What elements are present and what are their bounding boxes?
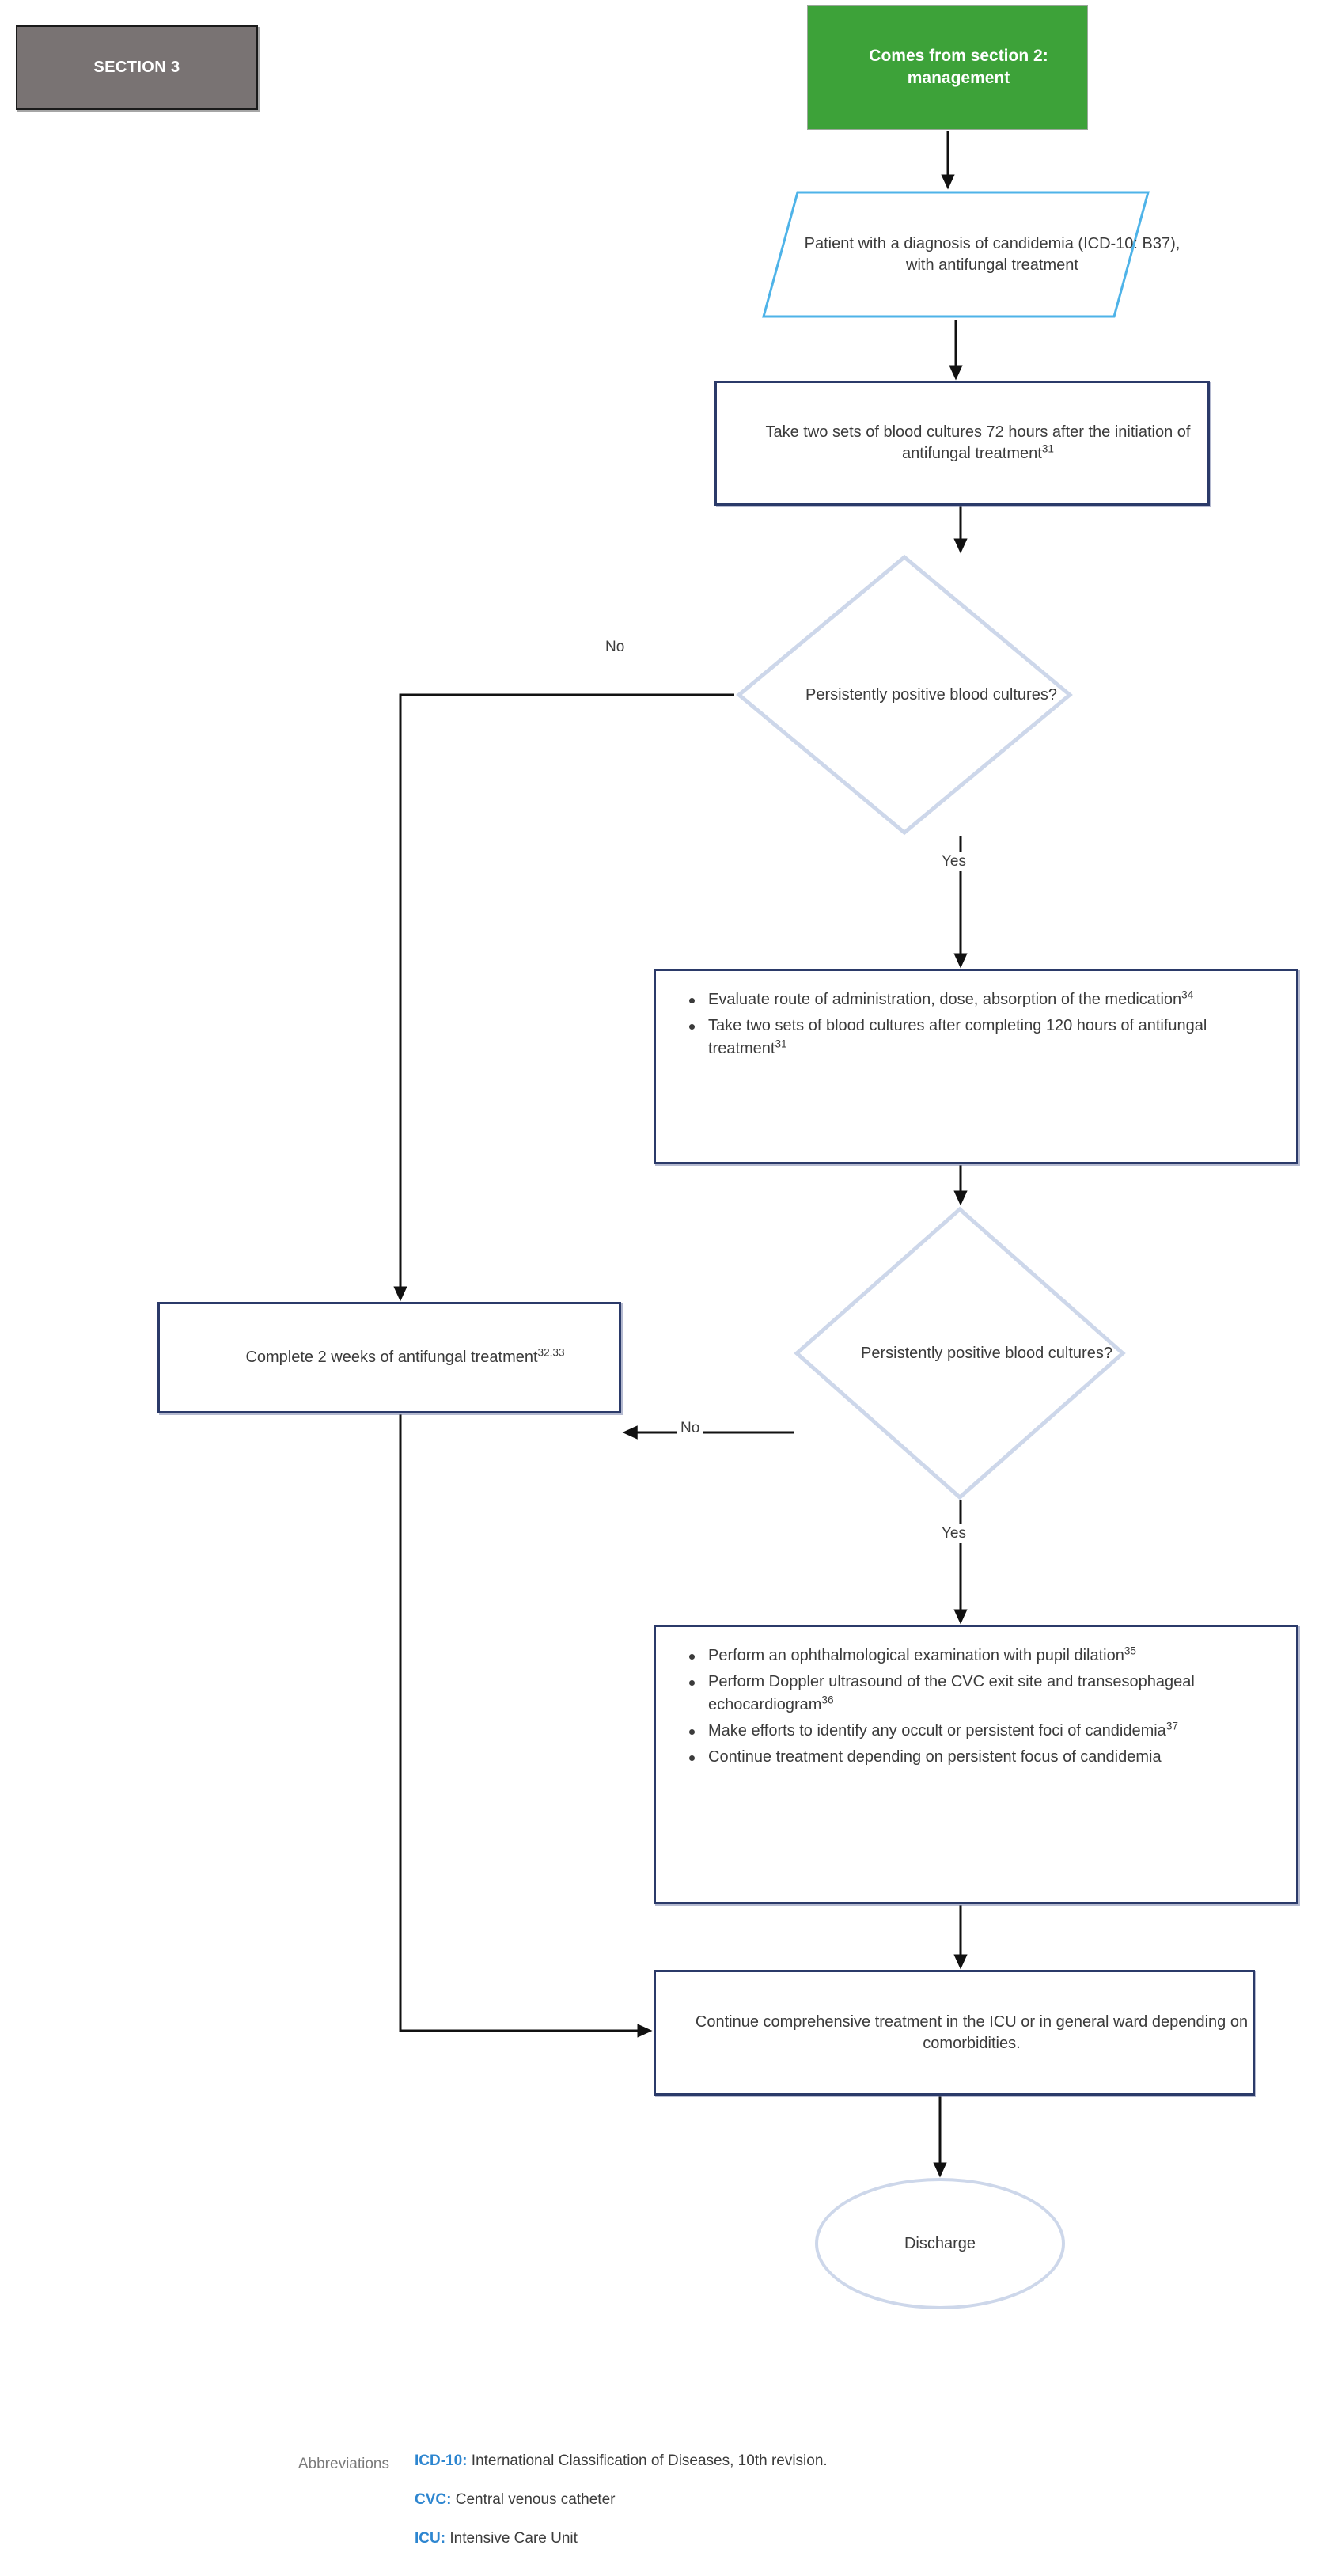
start-node-label: Comes from section 2: management [869, 46, 1048, 87]
list-item: Take two sets of blood cultures after co… [689, 1015, 1280, 1060]
terminal-discharge-label: Discharge [904, 2234, 976, 2252]
start-node-section2-link[interactable]: Comes from section 2: management [807, 5, 1088, 130]
reference-marker: 36 [821, 1694, 834, 1706]
reference-marker: 32,33 [537, 1346, 565, 1359]
diamond-shape [794, 1206, 1126, 1500]
bullet-text: Evaluate route of administration, dose, … [708, 991, 1182, 1008]
list-item: Perform an ophthalmological examination … [689, 1645, 1280, 1667]
process-text: Complete 2 weeks of antifungal treatment [245, 1349, 538, 1366]
decision-persistently-positive-1: Persistently positive blood cultures? [736, 554, 1073, 836]
patient-input-node: Patient with a diagnosis of candidemia (… [761, 190, 1180, 319]
list-item: Perform Doppler ultrasound of the CVC ex… [689, 1671, 1280, 1717]
decision-2-label: Persistently positive blood cultures? [861, 1344, 1112, 1362]
edge-label-no-1: No [601, 638, 629, 657]
list-item: Evaluate route of administration, dose, … [689, 988, 1280, 1011]
abbreviation-key: ICD-10: [415, 2453, 468, 2469]
process-continue-label: Continue comprehensive treatment in the … [695, 2013, 1249, 2052]
abbreviation-key: CVC: [415, 2491, 452, 2508]
bullet-text: Perform Doppler ultrasound of the CVC ex… [708, 1673, 1195, 1713]
reference-marker: 37 [1165, 1720, 1178, 1732]
process-blood-cultures-72h-label: Take two sets of blood cultures 72 hours… [717, 383, 1239, 503]
list-item: ICD-10: International Classification of … [415, 2453, 1299, 2468]
section-tab-label: SECTION 3 [93, 59, 180, 76]
abbreviation-value: Intensive Care Unit [449, 2530, 578, 2547]
section-tab: SECTION 3 [16, 25, 258, 110]
process-blood-cultures-72h: Take two sets of blood cultures 72 hours… [714, 381, 1210, 506]
reference-marker: 34 [1181, 988, 1194, 1001]
abbreviation-value: International Classification of Diseases… [471, 2453, 828, 2469]
edge-label-yes-2: Yes [938, 1524, 970, 1543]
process-continue-comprehensive-treatment: Continue comprehensive treatment in the … [654, 1970, 1255, 2096]
list-item: CVC: Central venous catheter [415, 2492, 1299, 2507]
bullet-text: Continue treatment depending on persiste… [708, 1748, 1162, 1766]
process-complete-2-weeks-label: Complete 2 weeks of antifungal treatment… [160, 1304, 650, 1411]
bullet-text: Perform an ophthalmological examination … [708, 1647, 1124, 1664]
workup-bullet-list: Perform an ophthalmological examination … [656, 1627, 1296, 1769]
reference-marker: 35 [1124, 1645, 1136, 1657]
process-persistent-focus-workup: Perform an ophthalmological examination … [654, 1625, 1298, 1904]
terminal-discharge: Discharge [815, 2178, 1065, 2309]
parallelogram-shape [762, 191, 1150, 318]
edge-label-no-2: No [677, 1419, 704, 1438]
process-evaluate-medication: Evaluate route of administration, dose, … [654, 969, 1298, 1164]
diamond-shape [736, 554, 1073, 836]
list-item: ICU: Intensive Care Unit [415, 2531, 1299, 2546]
list-item: Continue treatment depending on persiste… [689, 1746, 1280, 1769]
patient-input-label: Patient with a diagnosis of candidemia (… [804, 234, 1181, 274]
reference-marker: 31 [775, 1038, 787, 1050]
process-text: Take two sets of blood cultures 72 hours… [765, 423, 1191, 462]
abbreviations-heading: Abbreviations [298, 2456, 389, 2472]
abbreviation-key: ICU: [415, 2530, 446, 2547]
abbreviations-section: Abbreviations ICD-10: International Clas… [207, 2453, 1299, 2570]
decision-persistently-positive-2: Persistently positive blood cultures? [794, 1206, 1126, 1500]
decision-1-label: Persistently positive blood cultures? [805, 685, 1057, 704]
edge-label-yes-1: Yes [938, 852, 970, 871]
abbreviation-value: Central venous catheter [455, 2491, 616, 2508]
reference-marker: 31 [1041, 442, 1054, 455]
process-complete-2-weeks: Complete 2 weeks of antifungal treatment… [157, 1302, 621, 1413]
evaluate-bullet-list: Evaluate route of administration, dose, … [656, 971, 1296, 1060]
bullet-text: Take two sets of blood cultures after co… [708, 1017, 1207, 1057]
bullet-text: Make efforts to identify any occult or p… [708, 1722, 1166, 1739]
list-item: Make efforts to identify any occult or p… [689, 1720, 1280, 1743]
abbreviations-list: ICD-10: International Classification of … [415, 2453, 1299, 2546]
